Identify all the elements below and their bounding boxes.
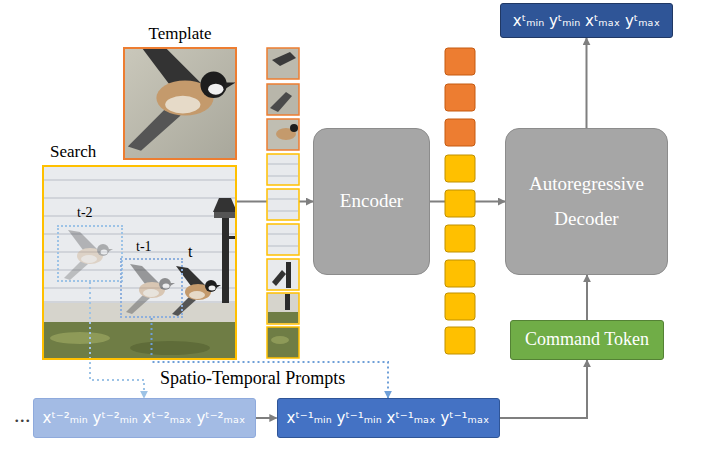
- time-label: t: [188, 243, 192, 261]
- flow-arrow: [586, 38, 588, 128]
- prompt-box: xᵗ⁻²ₘᵢₙ yᵗ⁻²ₘᵢₙ xᵗ⁻²ₘₐₓ yᵗ⁻²ₘₐₓ: [33, 398, 256, 438]
- command-token: Command Token: [510, 320, 664, 360]
- prompt-link: [152, 318, 389, 398]
- prior-box: t-1: [120, 258, 183, 318]
- output-box: xᵗₘᵢₙ yᵗₘᵢₙ xᵗₘₐₓ yᵗₘₐₓ: [500, 3, 673, 38]
- node-text: xᵗ⁻²ₘᵢₙ yᵗ⁻²ₘᵢₙ xᵗ⁻²ₘₐₓ yᵗ⁻²ₘₐₓ: [43, 409, 246, 427]
- decoder-block: Autoregressive Decoder: [505, 128, 668, 275]
- search-image: Searcht-2t-1: [42, 165, 237, 360]
- node-text: Encoder: [340, 190, 403, 213]
- image-heading: Search: [50, 142, 96, 162]
- ellipsis-mark: ...: [14, 402, 31, 428]
- flow-arrow: [256, 417, 277, 419]
- node-text: Command Token: [525, 329, 649, 351]
- prior-box: t-2: [57, 225, 123, 282]
- template-image: Template: [123, 47, 237, 160]
- flow-arrow: [586, 275, 588, 320]
- section-label: Spatio-Temporal Prompts: [160, 368, 345, 389]
- node-text: xᵗ⁻¹ₘᵢₙ yᵗ⁻¹ₘᵢₙ xᵗ⁻¹ₘₐₓ yᵗ⁻¹ₘₐₓ: [287, 409, 490, 427]
- encoder-block: Encoder: [313, 128, 430, 275]
- node-text: xᵗₘᵢₙ yᵗₘᵢₙ xᵗₘₐₓ yᵗₘₐₓ: [513, 12, 660, 30]
- search-photo: [42, 165, 237, 360]
- image-heading: Template: [125, 24, 235, 44]
- image-heading: t-2: [77, 205, 93, 222]
- prompt-link: [90, 282, 144, 398]
- image-patches: [267, 48, 299, 358]
- image-heading: t-1: [136, 239, 152, 256]
- template-photo: [123, 47, 237, 160]
- flow-arrow: [500, 360, 588, 418]
- feature-tokens: [445, 48, 475, 354]
- node-text: Autoregressive Decoder: [514, 167, 659, 235]
- prompt-box: xᵗ⁻¹ₘᵢₙ yᵗ⁻¹ₘᵢₙ xᵗ⁻¹ₘₐₓ yᵗ⁻¹ₘₐₓ: [277, 398, 500, 438]
